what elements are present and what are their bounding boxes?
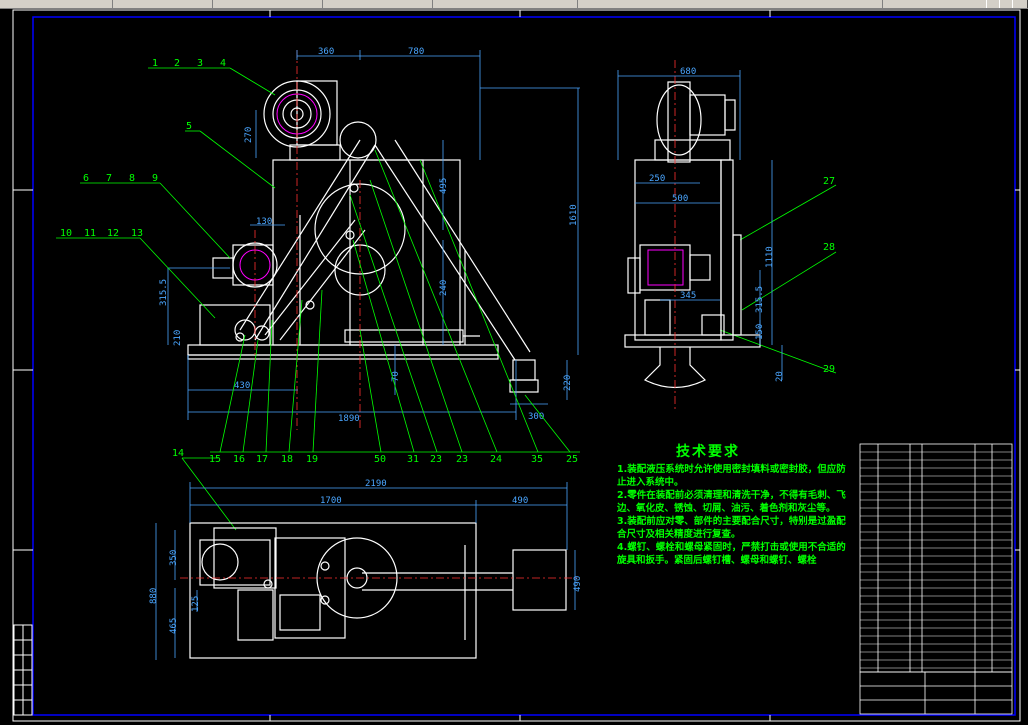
- balloon-10: 10: [60, 228, 72, 239]
- dim-315-5-side: 315.5: [755, 286, 765, 313]
- dim-300: 300: [528, 412, 544, 422]
- dim-490: 490: [512, 496, 528, 506]
- dim-1110: 1110: [765, 246, 775, 268]
- requirements-title: 技术要求: [676, 444, 740, 460]
- balloon-23a: 23: [430, 454, 442, 465]
- dim-500: 500: [672, 194, 688, 204]
- dim-430: 430: [234, 381, 250, 391]
- dim-360: 360: [318, 47, 334, 57]
- balloon-1: 1: [152, 58, 158, 69]
- balloon-15: 15: [209, 454, 221, 465]
- balloon-4: 4: [220, 58, 226, 69]
- balloon-2: 2: [174, 58, 180, 69]
- side-view-hatch: [647, 249, 684, 286]
- balloon-27: 27: [823, 176, 835, 187]
- bom-rows: [860, 451, 1012, 669]
- sheet-frame: [12, 9, 1021, 722]
- front-view-dimension-text: 360 780 270 495 1610 130 315.5 240 210 4…: [159, 47, 579, 424]
- leader-labels: 1 2 3 4 5 6 7 8 9 10 11 12 13 14 15 16 1…: [60, 58, 835, 465]
- dim-1610: 1610: [569, 204, 579, 226]
- dim-345: 345: [680, 291, 696, 301]
- balloon-18: 18: [281, 454, 293, 465]
- balloon-6: 6: [83, 173, 89, 184]
- dim-210: 210: [173, 330, 183, 346]
- dim-880: 880: [149, 588, 159, 604]
- dim-490-v: 490: [573, 576, 583, 592]
- plan-view-dimensions: [155, 482, 576, 660]
- left-stamp: [13, 624, 33, 716]
- front-view-centerlines: [254, 50, 361, 430]
- plan-view: [189, 522, 567, 659]
- dim-680: 680: [680, 67, 696, 77]
- balloon-13: 13: [131, 228, 143, 239]
- balloon-3: 3: [197, 58, 203, 69]
- balloon-23b: 23: [456, 454, 468, 465]
- balloon-5: 5: [186, 121, 192, 132]
- dim-1890: 1890: [338, 414, 360, 424]
- balloon-14: 14: [172, 448, 184, 459]
- dim-1700: 1700: [320, 496, 342, 506]
- requirement-item: 4.螺钉、螺栓和螺母紧固时，严禁打击或使用不合适的旋具和扳手。紧固后螺钉槽、螺母…: [617, 542, 846, 566]
- requirement-item: 3.装配前应对零、部件的主要配合尺寸，特别是过盈配合尺寸及相关精度进行复查。: [617, 516, 846, 540]
- dim-495: 495: [439, 178, 449, 194]
- dim-20: 20: [775, 371, 785, 382]
- dim-125: 125: [191, 596, 201, 612]
- dim-250: 250: [649, 174, 665, 184]
- balloon-35: 35: [531, 454, 543, 465]
- side-view-dimensions: [617, 70, 783, 380]
- bom-table: [859, 443, 1013, 673]
- balloon-19: 19: [306, 454, 318, 465]
- requirement-item: 1.装配液压系统时允许使用密封填料或密封胶，但应防止进入系统中。: [617, 464, 846, 488]
- dim-270: 270: [244, 127, 254, 143]
- balloon-7: 7: [106, 173, 112, 184]
- side-view-dimension-text: 680 250 500 1110 345 315.5 150 20: [649, 67, 785, 382]
- balloon-25: 25: [566, 454, 578, 465]
- balloon-29: 29: [823, 364, 835, 375]
- balloon-31: 31: [407, 454, 419, 465]
- balloon-12: 12: [107, 228, 119, 239]
- balloon-28: 28: [823, 242, 835, 253]
- front-view-dimensions: [167, 50, 580, 420]
- balloon-17: 17: [256, 454, 268, 465]
- balloon-24: 24: [490, 454, 502, 465]
- dim-150: 150: [755, 324, 765, 340]
- dim-780: 780: [408, 47, 424, 57]
- dim-130: 130: [256, 217, 272, 227]
- dim-220: 220: [563, 375, 573, 391]
- front-view-hatch: [239, 93, 318, 281]
- title-block: [859, 671, 1013, 715]
- technical-requirements: 1.装配液压系统时允许使用密封填料或密封胶，但应防止进入系统中。 2.零件在装配…: [617, 463, 849, 567]
- dim-350: 350: [169, 550, 179, 566]
- dim-315-5: 315.5: [159, 279, 169, 306]
- dim-240: 240: [439, 280, 449, 296]
- plan-view-dimension-text: 2190 1700 490 880 350 465 125 490: [149, 479, 583, 634]
- balloon-16: 16: [233, 454, 245, 465]
- balloon-50: 50: [374, 454, 386, 465]
- leader-lines: [56, 67, 837, 531]
- balloon-8: 8: [129, 173, 135, 184]
- dim-70: 70: [391, 371, 401, 382]
- balloon-9: 9: [152, 173, 158, 184]
- balloon-11: 11: [84, 228, 96, 239]
- dim-2190: 2190: [365, 479, 387, 489]
- requirement-item: 2.零件在装配前必须清理和清洗干净，不得有毛刺、飞边、氧化皮、锈蚀、切屑、油污、…: [617, 490, 846, 514]
- dim-465: 465: [169, 618, 179, 634]
